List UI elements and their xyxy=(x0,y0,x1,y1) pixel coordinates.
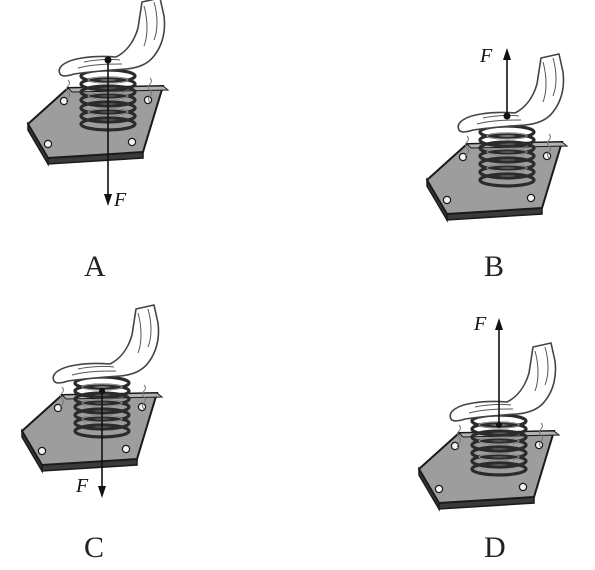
option-label-a: A xyxy=(84,250,106,283)
option-label-c: C xyxy=(84,531,104,564)
force-label: F xyxy=(473,313,487,335)
force-label: F xyxy=(479,45,493,67)
option-d-panel: F D xyxy=(417,313,561,564)
force-label: F xyxy=(75,475,89,497)
force-arrow-head xyxy=(98,486,106,498)
force-arrow-head xyxy=(503,48,511,60)
option-label-b: B xyxy=(484,250,504,283)
option-label-d: D xyxy=(484,531,506,564)
option-b-panel: F B xyxy=(425,45,569,283)
force-arrow-head xyxy=(104,194,112,206)
option-c-panel: F C xyxy=(20,303,164,564)
force-label: F xyxy=(113,189,127,211)
option-a-panel: F A xyxy=(26,0,170,283)
force-arrow-head xyxy=(495,318,503,330)
